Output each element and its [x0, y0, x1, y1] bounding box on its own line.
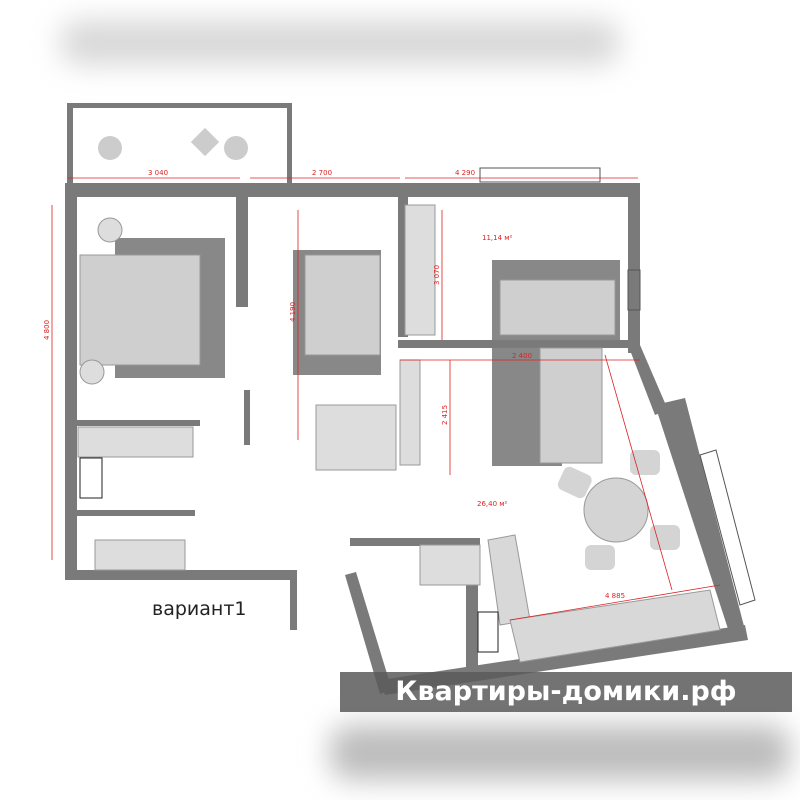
watermark: Квартиры-домики.рф — [340, 672, 792, 712]
windows — [479, 167, 756, 606]
dimension-labels: 3 040 2 700 4 290 4 800 4 190 3 070 2 40… — [43, 169, 625, 600]
dim-hall-height: 2 415 — [441, 405, 449, 425]
dim-kitchen-length: 4 885 — [605, 592, 625, 600]
dim-top-middle: 2 700 — [312, 169, 332, 177]
area-kitchen-living: 26,40 м² — [477, 500, 508, 508]
dim-top-left: 3 040 — [148, 169, 168, 177]
variant-caption: вариант1 — [152, 598, 247, 620]
blurred-header — [60, 20, 620, 65]
area-bedroom3: 11,14 м² — [482, 234, 513, 242]
dimension-lines — [51, 177, 721, 621]
dim-bedroom3-height: 3 070 — [433, 265, 441, 285]
dim-bedroom2-height: 4 190 — [289, 302, 297, 322]
dim-left-height: 4 800 — [43, 320, 51, 340]
dim-hall-width: 2 400 — [512, 352, 532, 360]
furniture — [77, 127, 721, 663]
blurred-footer — [330, 725, 790, 780]
dim-top-right: 4 290 — [455, 169, 475, 177]
